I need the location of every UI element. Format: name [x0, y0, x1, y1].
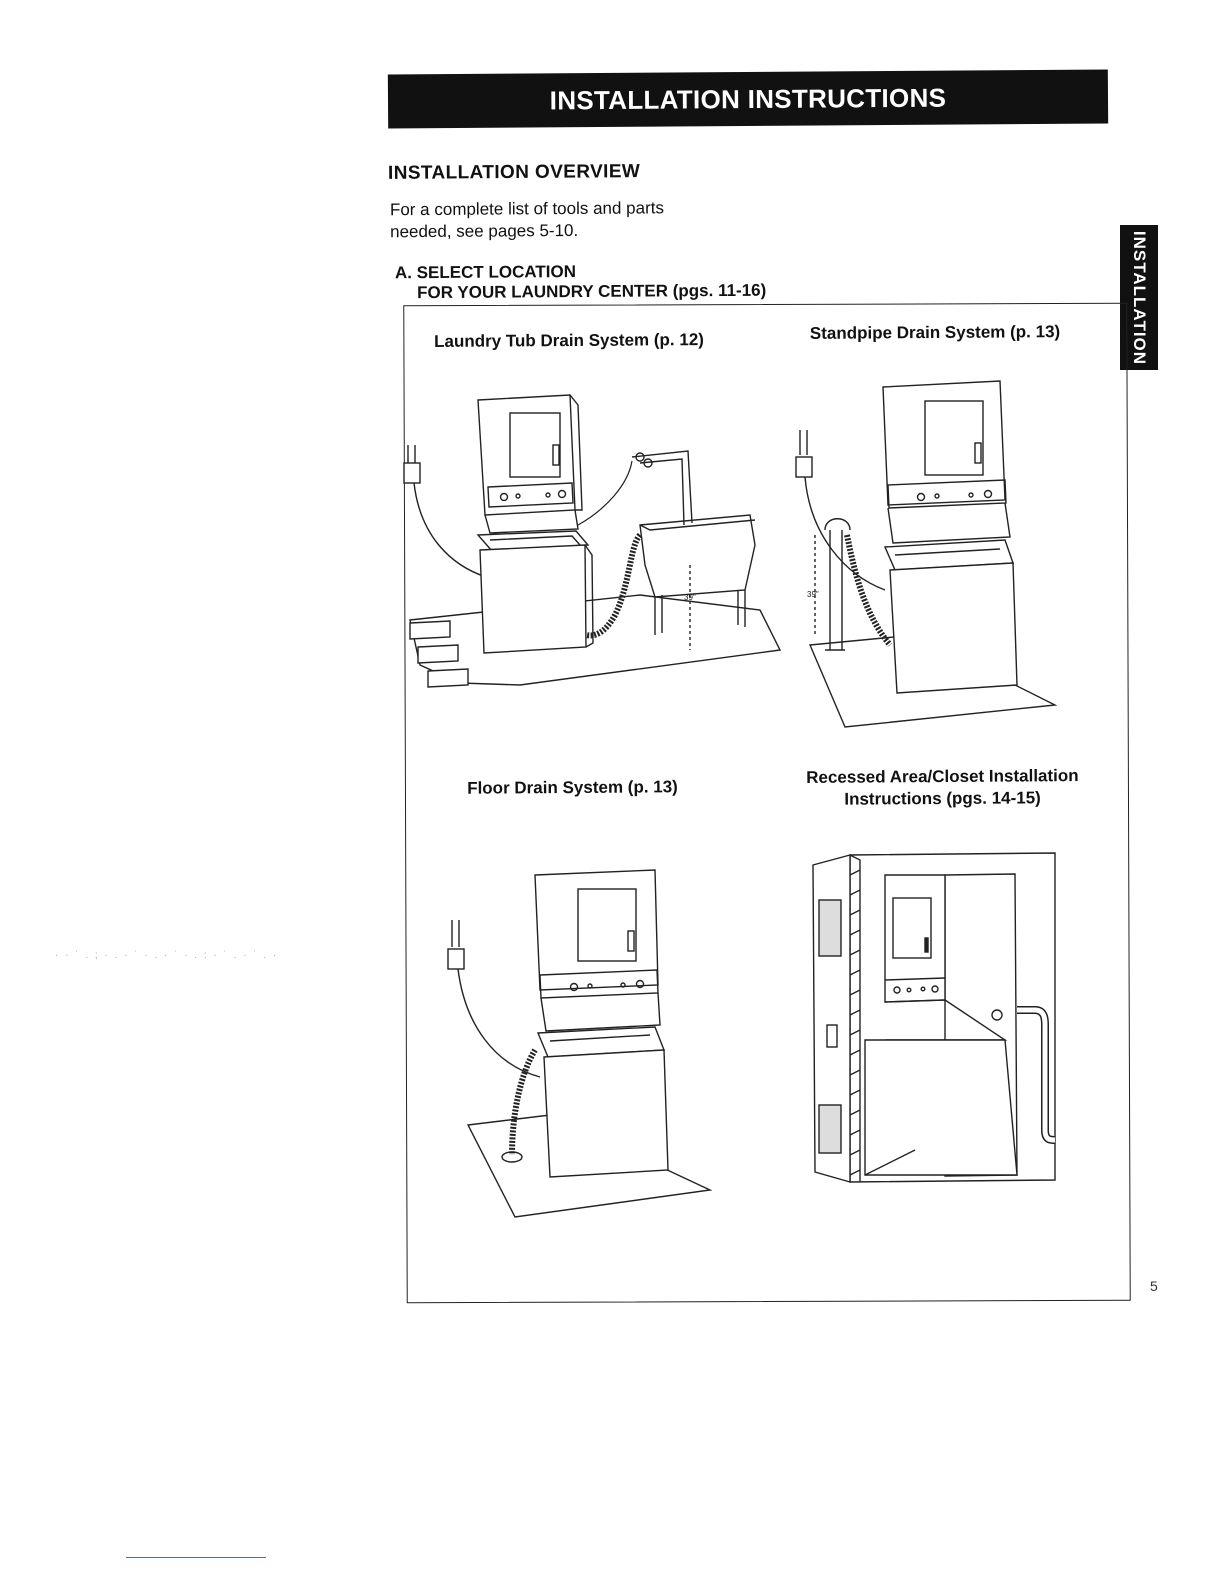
overview-intro: For a complete list of tools and parts n… — [390, 197, 750, 244]
section-a-line-2: FOR YOUR LAUNDRY CENTER (pgs. 11-16) — [417, 280, 767, 303]
section-a-heading: A. SELECT LOCATION FOR YOUR LAUNDRY CENT… — [395, 261, 766, 304]
caption-recessed-line-2: Instructions (pgs. 14-15) — [844, 788, 1041, 809]
page-number: 5 — [1150, 1278, 1158, 1294]
laundry-tub-dimension: 39" — [684, 593, 696, 602]
page-title-banner: INSTALLATION INSTRUCTIONS — [387, 69, 1109, 129]
overview-heading: INSTALLATION OVERVIEW — [387, 161, 641, 184]
caption-recessed: Recessed Area/Closet Installation Instru… — [785, 765, 1100, 811]
standpipe-dimension: 39" — [807, 590, 819, 599]
caption-standpipe: Standpipe Drain System (p. 13) — [809, 322, 1061, 343]
section-tab: INSTALLATION — [1120, 225, 1158, 370]
section-tab-label: INSTALLATION — [1130, 230, 1150, 365]
bottom-rule — [126, 1557, 266, 1558]
scan-noise: · · ˙ . ; · . · ˙ · . · ˙ · . : · ˙ . · … — [55, 950, 279, 961]
intro-line-2: needed, see pages 5-10. — [390, 220, 579, 242]
figure-floor-drain — [440, 865, 730, 1225]
figure-laundry-tub: 39" — [400, 385, 790, 695]
caption-floor-drain: Floor Drain System (p. 13) — [467, 777, 678, 798]
page-title: INSTALLATION INSTRUCTIONS — [549, 82, 947, 115]
caption-laundry-tub: Laundry Tub Drain System (p. 12) — [434, 330, 704, 351]
section-a-line-1: A. SELECT LOCATION — [394, 262, 577, 283]
caption-recessed-line-1: Recessed Area/Closet Installation — [806, 766, 1079, 787]
intro-line-1: For a complete list of tools and parts — [389, 198, 665, 220]
figure-standpipe: 39" — [785, 375, 1075, 735]
figure-recessed — [805, 850, 1065, 1190]
